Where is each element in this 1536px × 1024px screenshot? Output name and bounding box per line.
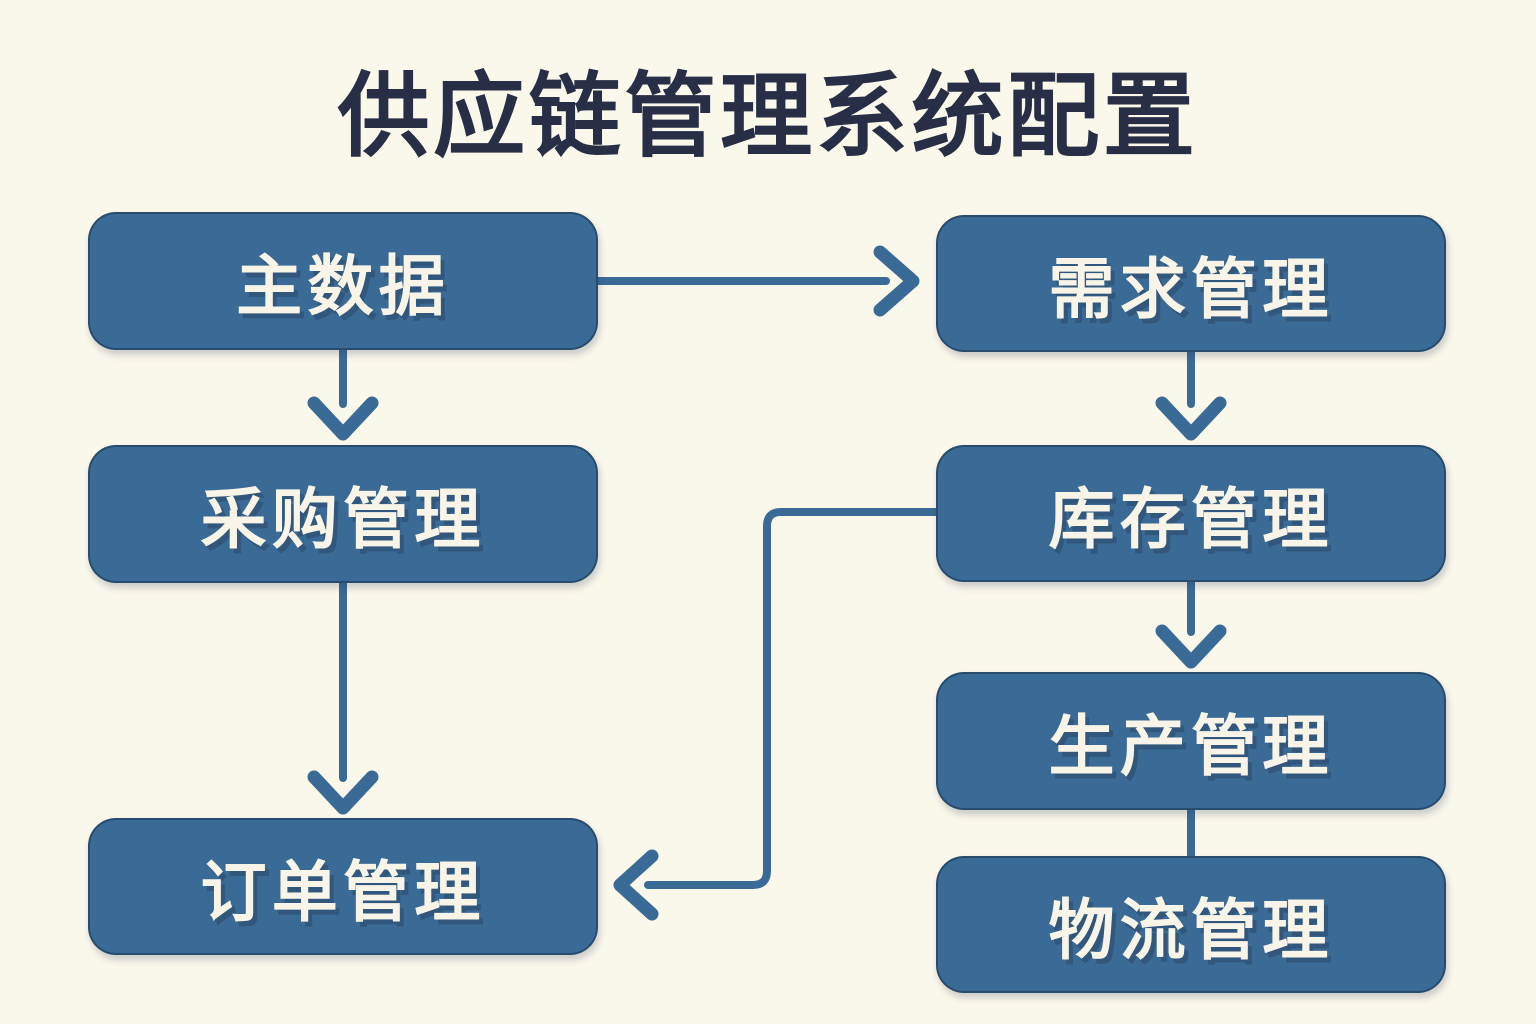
- node-order-management: 订单管理: [88, 818, 598, 955]
- arrowhead-left-icon: [613, 849, 659, 921]
- arrowhead-down-icon: [307, 396, 379, 441]
- page-title: 供应链管理系统配置: [337, 66, 1199, 168]
- node-logistics-management: 物流管理: [936, 856, 1446, 993]
- arrow-master-to-demand: [594, 245, 920, 317]
- node-master-data: 主数据: [88, 212, 598, 350]
- arrow-procurement-to-order: [307, 579, 379, 815]
- node-label: 采购管理: [200, 482, 486, 556]
- arrowhead-down-icon: [1155, 396, 1227, 441]
- node-label: 物流管理: [1048, 892, 1334, 967]
- arrow-master-to-procurement: [307, 346, 379, 441]
- node-label: 订单管理: [200, 854, 486, 929]
- arrowhead-right-icon: [873, 245, 920, 317]
- arrowhead-down-icon: [1155, 624, 1227, 669]
- node-label: 库存管理: [1048, 481, 1334, 556]
- node-label: 需求管理: [1048, 251, 1334, 326]
- node-procurement-management: 采购管理: [88, 445, 598, 583]
- arrow-inventory-to-order: [613, 508, 940, 921]
- arrow-inventory-to-production: [1155, 578, 1227, 669]
- node-label: 生产管理: [1048, 709, 1334, 783]
- arrowhead-down-icon: [307, 770, 379, 815]
- arrow-demand-to-inventory: [1155, 348, 1227, 441]
- node-label: 主数据: [236, 249, 450, 323]
- node-production-management: 生产管理: [936, 672, 1446, 810]
- node-demand-management: 需求管理: [936, 215, 1446, 352]
- node-inventory-management: 库存管理: [936, 445, 1446, 582]
